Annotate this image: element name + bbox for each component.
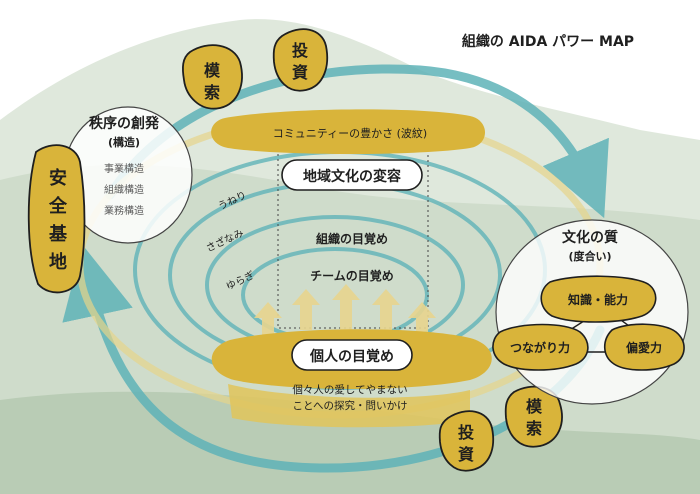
structure-item-organization: 組織構造 [104, 183, 144, 196]
structure-subtitle: (構造) [108, 135, 140, 149]
cycle-arrow-top [105, 64, 609, 219]
action-blob-bottom-right-a: 投 資 [438, 410, 494, 472]
structure-title: 秩序の創発 [89, 115, 160, 132]
culture-node-connection-label: つながり力 [510, 340, 570, 355]
safety-base-blob: 安 全 基 地 [27, 144, 86, 294]
action-blob-top-left-b-c1: 投 [292, 41, 308, 60]
level-region-label: 地域文化の変容 [303, 168, 401, 185]
action-blob-top-left-b: 投 資 [272, 28, 328, 92]
culture-node-passion [603, 323, 685, 371]
foreground-field [0, 391, 700, 494]
safety-base-c2: 全 [48, 195, 68, 217]
culture-node-passion-label: 偏愛力 [626, 340, 662, 355]
culture-subtitle: (度合い) [568, 249, 611, 263]
action-blob-bottom-right-a-c2: 資 [458, 445, 474, 464]
individual-caption-band [228, 384, 470, 428]
community-band [211, 109, 485, 154]
action-blob-bottom-right-a-c1: 投 [458, 423, 474, 442]
level-team-label: チームの目覚め [310, 268, 394, 283]
safety-base-c4: 地 [49, 251, 67, 273]
safety-base-c3: 基 [48, 223, 68, 245]
community-band-label: コミュニティーの豊かさ (波紋) [273, 126, 427, 140]
individual-pill [291, 339, 413, 371]
action-blob-bottom-right-b: 模 索 [504, 385, 563, 448]
culture-node-connection [492, 323, 589, 371]
safety-base-c1: 安 [49, 167, 67, 189]
culture-node-knowledge-label: 知識・能力 [567, 292, 628, 307]
action-blob-bottom-right-b-c1: 模 [526, 397, 543, 416]
culture-node-knowledge [540, 275, 657, 323]
structure-item-operations: 業務構造 [104, 204, 144, 217]
map-title: 組織の AIDA パワー MAP [462, 33, 634, 50]
individual-label: 個人の目覚め [309, 348, 394, 365]
individual-caption-1: 個々人の愛してやまない [292, 383, 407, 396]
action-blob-top-left-b-c2: 資 [292, 63, 308, 82]
level-organization-label: 組織の目覚め [316, 231, 388, 246]
action-blob-top-left-a: 模 索 [182, 44, 243, 110]
level-region-pill [281, 159, 423, 191]
action-blob-top-left-a-c1: 模 [204, 61, 221, 80]
culture-title: 文化の質 [562, 229, 618, 246]
action-blob-bottom-right-b-c2: 索 [526, 419, 542, 438]
action-blob-top-left-a-c2: 索 [204, 83, 220, 102]
individual-caption-2: ことへの探究・問いかけ [293, 399, 408, 412]
upward-arrows [254, 284, 436, 336]
structure-item-business: 事業構造 [104, 162, 144, 175]
